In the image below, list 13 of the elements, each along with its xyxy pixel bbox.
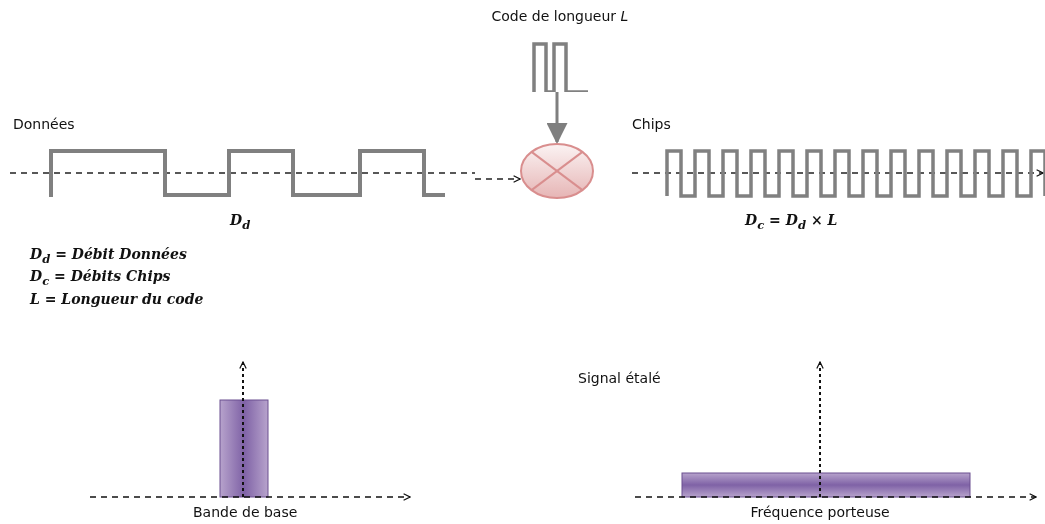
axis-label: Signal étalé xyxy=(578,370,661,386)
arrow xyxy=(474,175,521,183)
formula: L = Longueur du code xyxy=(30,291,204,307)
formula: D$_{d}$ = Débit Données xyxy=(30,246,187,266)
formula: D$_{d}$ xyxy=(230,212,251,232)
signal-label: Données xyxy=(13,116,75,132)
axis-label: Fréquence porteuse xyxy=(750,504,890,520)
signal-label: Code de longueur L xyxy=(491,8,629,24)
formula: D$_{c}$ = D$_{d}$ × L xyxy=(745,212,838,232)
signal-label: Chips xyxy=(632,116,671,132)
arrow xyxy=(546,92,568,145)
axis-label: Bande de base xyxy=(193,504,298,520)
formula: D$_{c}$ = Débits Chips xyxy=(30,268,171,288)
